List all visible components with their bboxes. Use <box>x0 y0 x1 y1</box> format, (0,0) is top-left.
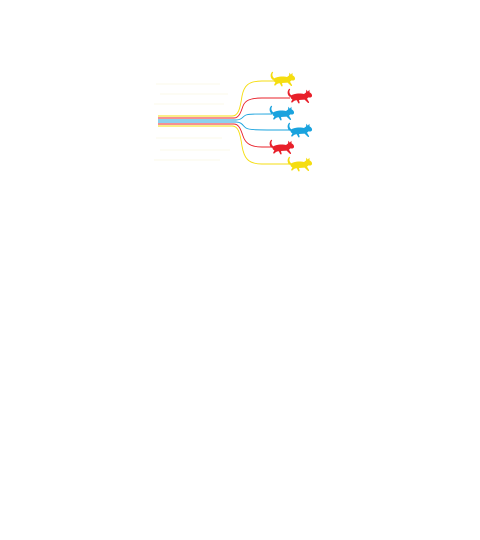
running-cat-icon <box>269 139 295 155</box>
trail-line-red-lower <box>158 123 272 148</box>
cats <box>269 71 313 172</box>
running-cat-icon <box>287 122 313 138</box>
trail-line-blue-upper <box>158 113 273 121</box>
trail-line-red-upper <box>158 97 290 119</box>
cats-trail-illustration <box>154 71 313 172</box>
trail-line-yellow-bottom <box>158 125 290 165</box>
trail-line-blue-lower <box>158 121 291 131</box>
trail-lines <box>158 80 291 165</box>
running-cat-icon <box>287 156 313 172</box>
trail-line-yellow-top <box>158 80 274 117</box>
speed-streaks <box>154 83 230 161</box>
running-cat-icon <box>287 88 313 104</box>
running-cat-icon <box>269 105 295 121</box>
running-cat-icon <box>270 71 296 87</box>
